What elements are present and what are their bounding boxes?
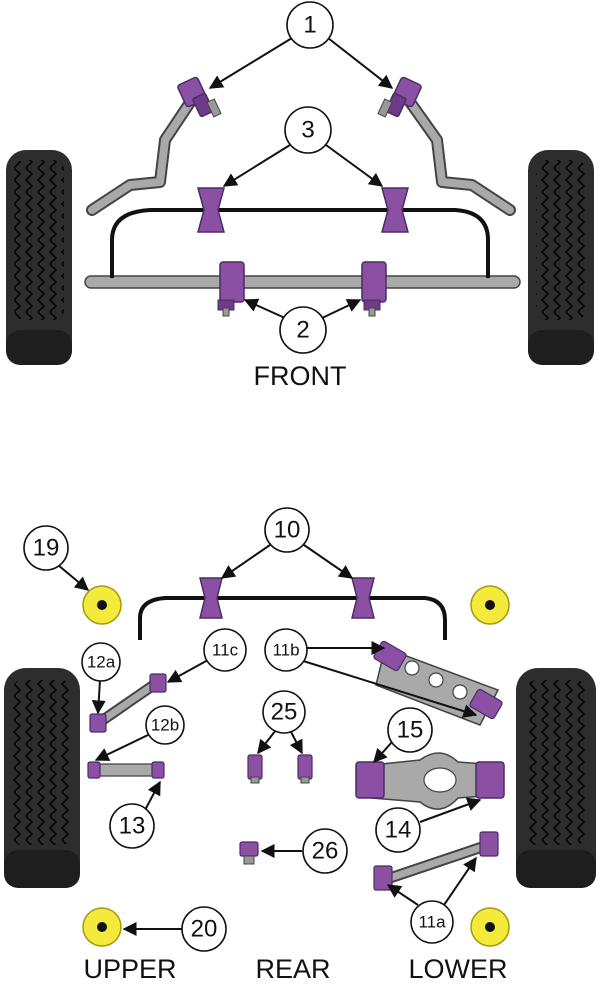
callout-12b: 12b bbox=[94, 705, 185, 761]
callout-15-label: 15 bbox=[397, 716, 424, 743]
callout-13-label: 13 bbox=[119, 812, 146, 839]
bush-1-right bbox=[377, 76, 422, 118]
callout-10: 10 bbox=[220, 507, 354, 579]
rear-left-tyre bbox=[4, 668, 80, 888]
callout-11a-label: 11a bbox=[418, 912, 446, 931]
front-right-arm-inner bbox=[401, 91, 514, 214]
callout-11a: 11a bbox=[386, 856, 477, 944]
rear-right-tyre bbox=[516, 668, 596, 888]
bush-1-left bbox=[177, 76, 222, 118]
lower-link-11a bbox=[373, 831, 499, 891]
callout-25: 25 bbox=[257, 690, 306, 755]
upper-link-12b-13 bbox=[87, 761, 165, 779]
callout-12a-label: 12a bbox=[87, 652, 116, 671]
front-caption: FRONT bbox=[254, 361, 347, 391]
bush-3-right bbox=[381, 187, 409, 233]
callout-3: 3 bbox=[222, 106, 384, 187]
front-right-tyre bbox=[528, 150, 594, 365]
callout-26-label: 26 bbox=[312, 837, 339, 864]
callout-11c-label: 11c bbox=[212, 640, 239, 659]
front-left-tyre bbox=[6, 150, 72, 365]
callout-15: 15 bbox=[373, 707, 433, 764]
callout-20-label: 20 bbox=[191, 915, 218, 942]
rear-anti-roll-bar bbox=[138, 596, 447, 640]
bush-2-right bbox=[361, 261, 387, 317]
yellow-bush-20 bbox=[82, 907, 122, 947]
callout-13: 13 bbox=[109, 780, 161, 849]
rear-caption: REAR bbox=[255, 954, 330, 984]
lower-arm-14-15 bbox=[355, 752, 505, 810]
bush-26 bbox=[239, 841, 259, 865]
callout-19: 19 bbox=[23, 525, 90, 591]
front-cross-bar bbox=[84, 275, 521, 289]
yellow-bush-top-right bbox=[470, 585, 510, 625]
rear-section: 19 10 11c 11b 12a bbox=[4, 507, 596, 984]
lower-caption: LOWER bbox=[408, 954, 507, 984]
callout-2: 2 bbox=[243, 298, 362, 354]
callout-2-label: 2 bbox=[296, 316, 309, 343]
bush-25-pair bbox=[247, 754, 313, 784]
callout-26: 26 bbox=[260, 828, 348, 874]
callout-14-label: 14 bbox=[385, 816, 412, 843]
callout-14: 14 bbox=[375, 797, 482, 853]
bush-2-left bbox=[217, 261, 245, 317]
upper-caption: UPPER bbox=[83, 954, 176, 984]
callout-19-label: 19 bbox=[33, 534, 60, 561]
callout-1-label: 1 bbox=[303, 11, 316, 38]
callout-12b-label: 12b bbox=[151, 715, 179, 734]
front-anti-roll-bar bbox=[110, 208, 490, 278]
link-plate-11b bbox=[373, 640, 503, 726]
upper-link-12a-11c bbox=[89, 673, 167, 733]
callout-3-label: 3 bbox=[301, 116, 314, 143]
callout-11b-label: 11b bbox=[272, 640, 299, 659]
bush-10-right bbox=[351, 577, 375, 619]
front-left-arm-inner bbox=[88, 91, 199, 214]
callout-11c: 11c bbox=[166, 628, 247, 683]
callout-10-label: 10 bbox=[274, 516, 301, 543]
bush-3-left bbox=[197, 187, 225, 233]
callout-25-label: 25 bbox=[271, 698, 298, 725]
callout-12a: 12a bbox=[81, 642, 121, 715]
yellow-bush-19 bbox=[82, 585, 122, 625]
callout-1: 1 bbox=[208, 1, 394, 89]
callout-20: 20 bbox=[122, 906, 227, 952]
front-section: 1 3 2 FRONT bbox=[6, 1, 594, 391]
callout-11b: 11b bbox=[264, 628, 478, 718]
yellow-bush-bottom-right bbox=[470, 907, 510, 947]
